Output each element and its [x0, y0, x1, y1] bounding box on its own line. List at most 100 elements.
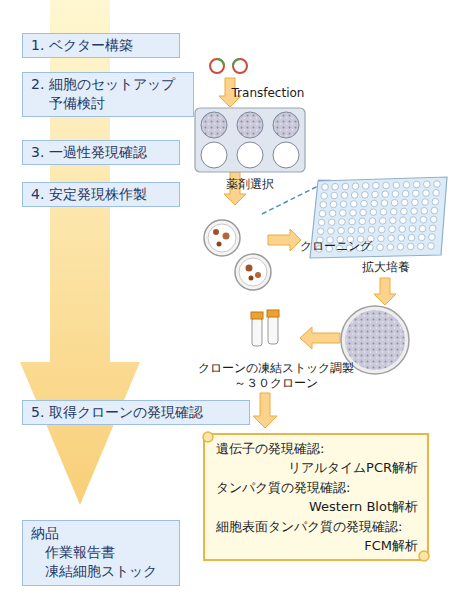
- delivery-box: 納品作業報告書 凍結細胞ストック: [22, 520, 180, 586]
- well: [399, 226, 406, 233]
- well: [348, 227, 355, 234]
- step-annotation: 薬剤選択: [226, 176, 274, 193]
- well: [388, 235, 395, 242]
- step-label: 4. 安定発現株作製: [49, 185, 173, 204]
- well: [420, 216, 427, 223]
- plasmid-icon: [210, 59, 247, 73]
- process-step-box: 3. 一過性発現確認: [22, 140, 180, 165]
- well: [351, 192, 358, 199]
- delivery-items: 作業報告書 凍結細胞ストック: [31, 543, 173, 581]
- well: [418, 234, 425, 241]
- result-scroll: 遺伝子の発現確認:リアルタイムPCR解析タンパク質の発現確認:Western B…: [200, 428, 432, 564]
- well: [369, 218, 376, 225]
- well: [432, 198, 439, 205]
- step-annotation: Transfection: [232, 86, 305, 100]
- well: [329, 210, 336, 217]
- well: [321, 193, 328, 200]
- well: [378, 235, 385, 242]
- well: [393, 182, 400, 189]
- well: [402, 190, 409, 197]
- well: [418, 243, 425, 250]
- process-step-box: 5. 取得クローンの発現確認: [22, 400, 250, 425]
- well: [407, 243, 414, 250]
- well: [401, 199, 408, 206]
- well: [359, 218, 366, 225]
- well: [387, 244, 394, 251]
- well: [322, 184, 329, 191]
- well: [408, 234, 415, 241]
- well: [383, 182, 390, 189]
- well: [318, 219, 325, 226]
- well: [340, 210, 347, 217]
- process-step-box: 2. 細胞のセットアップ 予備検討: [22, 72, 194, 117]
- well: [319, 210, 326, 217]
- well: [331, 192, 338, 199]
- well: [372, 191, 379, 198]
- well: [434, 181, 441, 188]
- step-label: 1. ベクター構築: [49, 36, 173, 55]
- well: [320, 201, 327, 208]
- well: [339, 219, 346, 226]
- well: [400, 217, 407, 224]
- analysis-method: Western Blot解析: [309, 498, 418, 516]
- step-annotation: 拡大培養: [362, 259, 410, 276]
- process-step-box: 4. 安定発現株作製: [22, 182, 180, 207]
- well: [430, 216, 437, 223]
- well: [362, 183, 369, 190]
- analysis-method: リアルタイムPCR解析: [288, 459, 418, 477]
- well: [413, 190, 420, 197]
- well: [377, 244, 384, 251]
- well: [429, 234, 436, 241]
- well: [340, 201, 347, 208]
- well: [422, 199, 429, 206]
- well: [330, 201, 337, 208]
- well: [349, 218, 356, 225]
- well: [431, 207, 438, 214]
- delivery-heading: 納品: [31, 524, 173, 543]
- well: [371, 200, 378, 207]
- well: [368, 227, 375, 234]
- analysis-heading: 細胞表面タンパク質の発現確認:: [216, 518, 402, 536]
- well: [379, 226, 386, 233]
- well: [370, 209, 377, 216]
- well: [338, 227, 345, 234]
- well: [410, 217, 417, 224]
- well: [419, 225, 426, 232]
- well: [373, 182, 380, 189]
- well: [380, 209, 387, 216]
- scroll-curl: [419, 551, 429, 561]
- well: [398, 235, 405, 242]
- process-step-box: 1. ベクター構築: [22, 33, 180, 58]
- well: [390, 217, 397, 224]
- well: [332, 183, 339, 190]
- well: [401, 208, 408, 215]
- well: [424, 181, 431, 188]
- well: [342, 183, 349, 190]
- well: [433, 190, 440, 197]
- well: [428, 243, 435, 250]
- analysis-method: FCM解析: [364, 537, 418, 555]
- well: [429, 225, 436, 232]
- well: [413, 181, 420, 188]
- well: [403, 182, 410, 189]
- freeze-tubes: [251, 310, 279, 346]
- well: [392, 191, 399, 198]
- step-annotation: クローニング: [300, 238, 372, 255]
- step-label: 2. 細胞のセットアップ 予備検討: [49, 75, 187, 113]
- well: [351, 201, 358, 208]
- analysis-heading: 遺伝子の発現確認:: [216, 440, 324, 458]
- well: [381, 200, 388, 207]
- petri-dish: [204, 220, 271, 290]
- well: [391, 200, 398, 207]
- well: [421, 208, 428, 215]
- analysis-heading: タンパク質の発現確認:: [216, 479, 350, 497]
- well: [352, 183, 359, 190]
- well: [328, 228, 335, 235]
- well: [379, 218, 386, 225]
- step-annotation: ～３０クローン: [234, 375, 318, 392]
- well: [362, 192, 369, 199]
- well: [389, 226, 396, 233]
- well: [412, 199, 419, 206]
- well: [411, 208, 418, 215]
- well: [358, 227, 365, 234]
